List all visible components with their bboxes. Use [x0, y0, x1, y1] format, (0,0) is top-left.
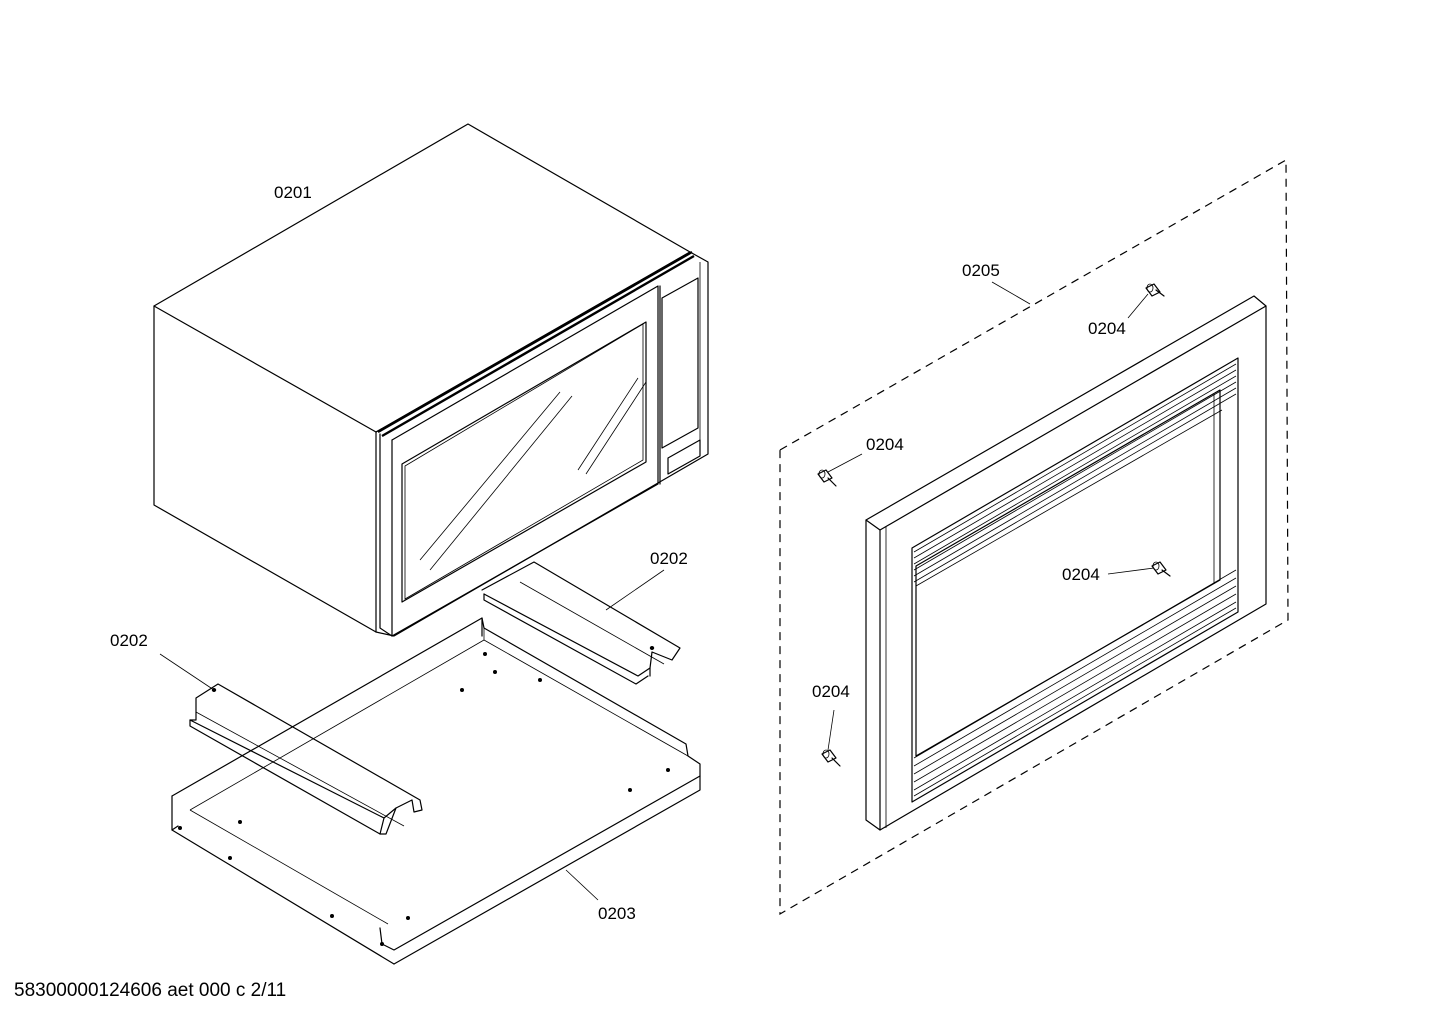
mounting-pin-top: [1145, 283, 1165, 297]
mounting-pin-middle: [1151, 561, 1171, 577]
base-tray: [171, 617, 701, 965]
mounting-pin-left-upper: [817, 469, 837, 487]
trim-kit-frame: [779, 158, 1289, 916]
label-0204-left-lower: 0204: [812, 682, 850, 701]
mounting-bracket-front: [189, 683, 423, 835]
label-0203: 0203: [598, 904, 636, 923]
label-0204-top: 0204: [1088, 319, 1126, 338]
leader-lines: [159, 281, 1155, 901]
label-0201: 0201: [274, 183, 312, 202]
label-0205: 0205: [962, 261, 1000, 280]
mounting-pin-left-lower: [821, 749, 841, 767]
microwave-oven: [153, 123, 709, 637]
mounting-bracket-rear: [481, 561, 681, 685]
label-0202-rear: 0202: [650, 549, 688, 568]
label-0204-left-upper: 0204: [866, 435, 904, 454]
label-0202-front: 0202: [110, 631, 148, 650]
drawing-reference-number: 58300000124606 aet 000 c 2/11: [14, 980, 287, 1001]
label-0204-middle: 0204: [1062, 565, 1100, 584]
